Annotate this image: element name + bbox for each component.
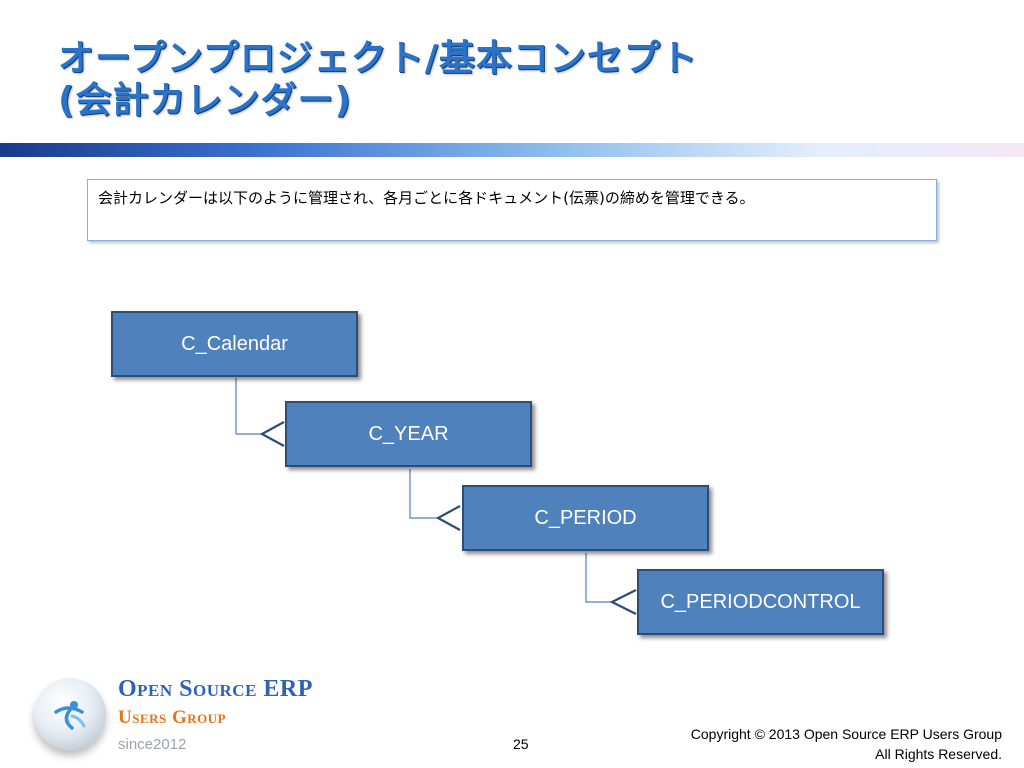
entity-label: C_PERIODCONTROL (660, 590, 861, 613)
copyright-line-2: All Rights Reserved. (875, 746, 1002, 762)
entity-c-period: C_PERIOD (462, 485, 709, 551)
title-line-1: オープンプロジェクト/基本コンセプト (58, 38, 698, 79)
connector-calendar-year (235, 378, 262, 435)
osserp-logo-icon (34, 678, 106, 750)
connector-period-control (585, 553, 612, 603)
entity-c-year: C_YEAR (285, 401, 532, 467)
entity-label: C_YEAR (368, 422, 449, 445)
logo-text-open-source-erp: Open Source ERP (118, 676, 313, 702)
slide-title: オープンプロジェクト/基本コンセプト (会計カレンダー) (58, 38, 698, 122)
entity-c-calendar: C_Calendar (111, 311, 358, 377)
logo-text-since: since2012 (118, 736, 187, 753)
entity-label: C_PERIOD (534, 506, 637, 529)
title-underline-bar (0, 143, 1024, 157)
crows-foot-markers (259, 421, 637, 615)
crows-foot-year (259, 421, 285, 447)
copyright-line-1: Copyright © 2013 Open Source ERP Users G… (690, 726, 1002, 742)
description-box: 会計カレンダーは以下のように管理され、各月ごとに各ドキュメント(伝票)の締めを管… (87, 179, 937, 241)
entity-label: C_Calendar (181, 332, 288, 355)
copyright-notice: Copyright © 2013 Open Source ERP Users G… (691, 724, 1002, 764)
page-number: 25 (513, 736, 529, 752)
connector-lines (235, 378, 612, 603)
crows-foot-periodcontrol (609, 589, 637, 615)
crows-foot-period (435, 505, 461, 531)
logo-figure-icon (54, 701, 86, 730)
description-text: 会計カレンダーは以下のように管理され、各月ごとに各ドキュメント(伝票)の締めを管… (98, 189, 755, 207)
entity-c-periodcontrol: C_PERIODCONTROL (637, 569, 884, 635)
title-line-2: (会計カレンダー) (58, 80, 352, 121)
connector-year-period (409, 469, 438, 519)
logo-text-users-group: Users Group (118, 707, 227, 728)
